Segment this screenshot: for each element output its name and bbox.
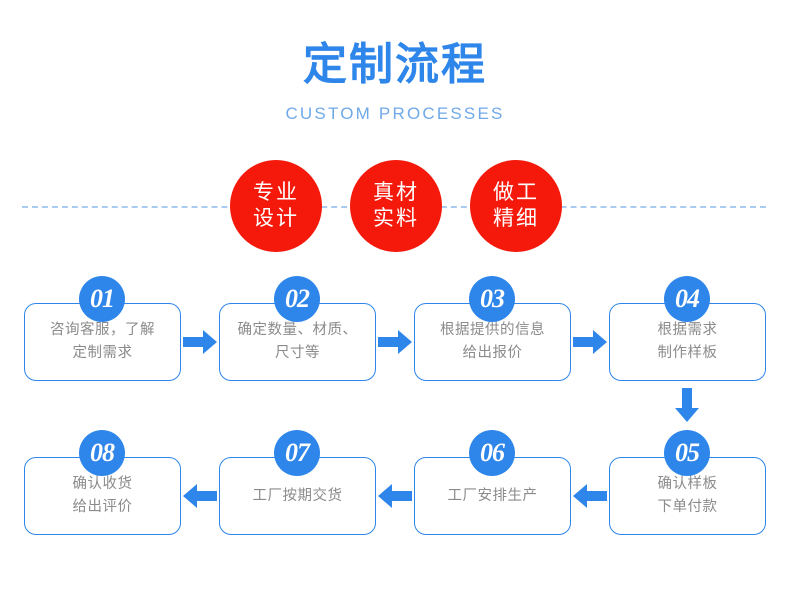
- step-badge-01: 01: [79, 276, 125, 322]
- step-04-line1: 根据需求: [657, 322, 718, 338]
- feature-circle-1-line2: 设计: [253, 207, 299, 230]
- arrow-right-icon-01-to-02: [183, 329, 217, 355]
- step-03-line1: 根据提供的信息: [440, 322, 545, 338]
- step-08-line2: 给出评价: [72, 499, 133, 515]
- step-05-line2: 下单付款: [657, 499, 718, 515]
- step-02-line2: 尺寸等: [275, 345, 320, 361]
- step-07-line1: 工厂按期交货: [252, 487, 343, 504]
- step-badge-08: 08: [79, 430, 125, 476]
- step-badge-07: 07: [274, 430, 320, 476]
- feature-circle-1-line1: 专业: [253, 181, 299, 204]
- page-title: 定制流程: [303, 40, 487, 89]
- step-badge-06: 06: [469, 430, 515, 476]
- step-badge-04: 04: [664, 276, 710, 322]
- arrow-right-icon-02-to-03: [378, 329, 412, 355]
- feature-circle-3-line2: 精细: [493, 207, 539, 230]
- step-badge-03: 03: [469, 276, 515, 322]
- step-03-line2: 给出报价: [462, 345, 523, 361]
- feature-circle-3-line1: 做工: [493, 181, 539, 204]
- arrow-right-icon-03-to-04: [573, 329, 607, 355]
- step-box-05[interactable]: 确认样板 下单付款: [609, 457, 766, 535]
- arrow-left-icon-07-to-08: [183, 483, 217, 509]
- step-04-line2: 制作样板: [657, 345, 718, 361]
- step-badge-02: 02: [274, 276, 320, 322]
- page-subtitle: CUSTOM PROCESSES: [285, 104, 505, 123]
- arrow-left-icon-05-to-06: [573, 483, 607, 509]
- arrow-left-icon-06-to-07: [378, 483, 412, 509]
- feature-circle-2-line2: 实料: [373, 207, 419, 230]
- step-01-line2: 定制需求: [72, 345, 133, 361]
- step-01-line1: 咨询客服，了解: [50, 322, 155, 338]
- feature-circle-3[interactable]: 做工 精细: [470, 160, 562, 252]
- step-02-line1: 确定数量、材质、: [237, 322, 358, 338]
- feature-circle-2-line1: 真材: [373, 181, 419, 204]
- feature-circle-1[interactable]: 专业 设计: [230, 160, 322, 252]
- step-badge-05: 05: [664, 430, 710, 476]
- step-05-line1: 确认样板: [657, 476, 718, 492]
- feature-circle-2[interactable]: 真材 实料: [350, 160, 442, 252]
- step-06-line1: 工厂安排生产: [447, 487, 538, 504]
- arrow-down-icon-04-to-05: [674, 388, 700, 422]
- step-08-line1: 确认收货: [72, 476, 133, 492]
